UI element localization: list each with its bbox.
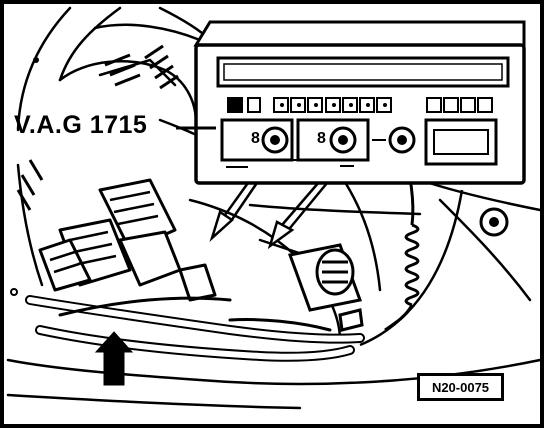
ignition-component — [287, 243, 364, 332]
mount-hole — [10, 288, 18, 296]
right-socket-display: 8 — [317, 130, 326, 147]
left-socket-display: 8 — [251, 130, 260, 147]
reference-code: N20-0075 — [431, 379, 490, 395]
ground-lead — [359, 189, 464, 347]
grille-hatching — [16, 44, 179, 211]
bolt-center — [489, 217, 499, 227]
engine-bay-outline — [6, 6, 542, 410]
wiring-harness — [25, 295, 365, 362]
tool-label: V.A.G 1715 — [14, 111, 148, 139]
bolt-head — [479, 207, 509, 237]
multimeter-body — [193, 20, 526, 185]
reference-code-box: N20-0075 — [417, 373, 504, 401]
mount-hole — [33, 57, 39, 63]
pointer-arrow — [94, 331, 134, 386]
connector-detail — [49, 190, 159, 274]
probe-tips — [209, 210, 295, 250]
